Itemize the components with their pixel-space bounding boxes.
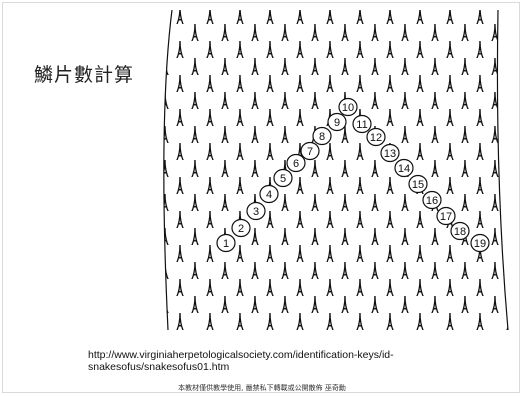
scale-grid	[163, 10, 509, 330]
scale-row-number-11: 11	[352, 114, 372, 134]
footer-note: 本教材僅供教學使用, 嚴禁私下轉載或公開散佈 巫奇勳	[178, 384, 346, 392]
scale	[494, 125, 509, 157]
scale	[163, 125, 166, 157]
scale	[163, 10, 166, 21]
svg-text:13: 13	[384, 148, 396, 160]
scale	[389, 312, 421, 330]
scale-row-number-19: 19	[470, 233, 490, 253]
scale	[163, 23, 166, 55]
svg-text:16: 16	[426, 195, 438, 207]
svg-text:6: 6	[293, 158, 299, 170]
scale	[494, 329, 509, 330]
svg-text:7: 7	[307, 146, 313, 158]
scale-row-number-13: 13	[380, 143, 400, 163]
scale-row-number-5: 5	[273, 168, 293, 188]
svg-text:4: 4	[266, 189, 272, 201]
scale	[359, 312, 391, 330]
scale	[163, 312, 181, 330]
scale	[209, 312, 241, 330]
scale	[163, 295, 166, 327]
scale-row-number-8: 8	[312, 126, 332, 146]
svg-text:1: 1	[223, 238, 229, 250]
scale	[299, 312, 331, 330]
svg-text:15: 15	[412, 179, 424, 191]
svg-text:8: 8	[319, 131, 325, 143]
scale-row-number-7: 7	[300, 141, 320, 161]
scale	[494, 23, 509, 55]
scale-row-number-16: 16	[422, 190, 442, 210]
scale-row-number-14: 14	[394, 158, 414, 178]
scale	[163, 91, 166, 123]
scale-row-number-1: 1	[216, 233, 236, 253]
scale-row-number-4: 4	[259, 184, 279, 204]
source-url: http://www.virginiaherpetologicalsociety…	[88, 349, 394, 373]
scale-row-number-9: 9	[327, 112, 347, 132]
slide-title: 鱗片數計算	[34, 64, 135, 86]
svg-text:12: 12	[370, 132, 382, 144]
scale	[163, 159, 166, 191]
scale-row-number-18: 18	[450, 221, 470, 241]
svg-text:2: 2	[238, 223, 244, 235]
svg-text:19: 19	[474, 238, 486, 250]
scale	[494, 10, 509, 21]
svg-text:17: 17	[440, 211, 452, 223]
scale	[269, 312, 301, 330]
svg-text:11: 11	[356, 119, 367, 131]
svg-text:18: 18	[454, 226, 466, 238]
scale-row-number-2: 2	[231, 218, 251, 238]
body-left-edge	[163, 9, 173, 331]
svg-text:3: 3	[253, 206, 259, 218]
scale-row-number-3: 3	[246, 201, 266, 221]
scale	[329, 312, 361, 330]
scale	[479, 312, 509, 330]
scale	[163, 261, 166, 293]
svg-text:9: 9	[334, 117, 340, 129]
svg-text:14: 14	[398, 163, 410, 175]
scale	[419, 312, 451, 330]
scale	[494, 91, 509, 123]
svg-text:5: 5	[280, 173, 286, 185]
scale-row-number-12: 12	[366, 127, 386, 147]
scale-row-number-17: 17	[436, 206, 456, 226]
scale	[163, 227, 166, 259]
scale	[163, 193, 166, 225]
scale	[494, 57, 509, 89]
svg-text:10: 10	[342, 102, 354, 114]
scale-row-number-15: 15	[408, 174, 428, 194]
scale-row-number-10: 10	[338, 97, 358, 117]
scale	[239, 312, 271, 330]
body-right-edge	[496, 9, 509, 331]
scale	[449, 312, 481, 330]
scale	[163, 57, 166, 89]
scale	[179, 312, 211, 330]
scale-row-number-6: 6	[286, 153, 306, 173]
